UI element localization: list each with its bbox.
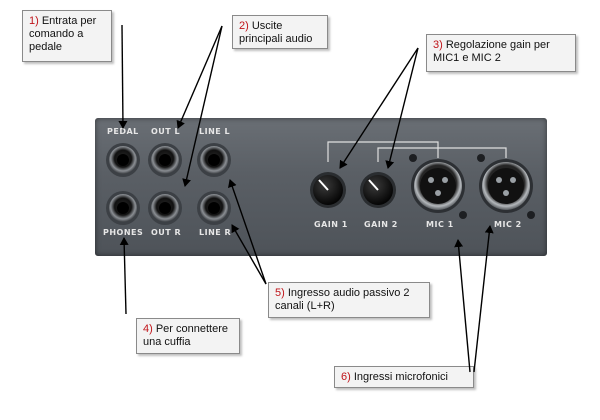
callout-number: 4) bbox=[143, 323, 153, 335]
arrow-pedal bbox=[118, 24, 128, 129]
label-mic1: MIC 1 bbox=[426, 220, 454, 229]
xlr-mic1[interactable] bbox=[411, 159, 465, 213]
screw-icon bbox=[459, 211, 467, 219]
screw-icon bbox=[477, 154, 485, 162]
gain2-knob[interactable] bbox=[360, 172, 396, 208]
callout-text: Ingresso audio passivo 2 canali (L+R) bbox=[275, 287, 410, 312]
label-gain1: GAIN 1 bbox=[314, 220, 348, 229]
jack-line-l[interactable] bbox=[197, 143, 231, 177]
xlr-mic2[interactable] bbox=[479, 159, 533, 213]
callout-text: Uscite principali audio bbox=[239, 20, 313, 45]
label-line-r: LINE R bbox=[199, 228, 232, 237]
arrow-line-r bbox=[231, 224, 267, 285]
screw-icon bbox=[527, 211, 535, 219]
callout-text: Entrata per comando a pedale bbox=[29, 15, 97, 53]
label-line-l: LINE L bbox=[199, 127, 231, 136]
arrow-gain2 bbox=[385, 47, 419, 169]
label-out-l: OUT L bbox=[151, 127, 181, 136]
callout-text: Per connettere una cuffia bbox=[143, 323, 228, 348]
callout-number: 5) bbox=[275, 287, 285, 299]
device-rear-panel: PEDAL OUT L LINE L PHONES OUT R LINE R G… bbox=[95, 118, 547, 256]
callout-mic-inputs: 6) Ingressi microfonici bbox=[334, 366, 474, 388]
callout-number: 2) bbox=[239, 20, 249, 32]
label-pedal: PEDAL bbox=[107, 127, 139, 136]
jack-line-r[interactable] bbox=[197, 191, 231, 225]
gain1-bracket-line bbox=[327, 141, 439, 162]
label-gain2: GAIN 2 bbox=[364, 220, 398, 229]
label-out-r: OUT R bbox=[151, 228, 182, 237]
jack-out-l[interactable] bbox=[148, 143, 182, 177]
gain2-bracket-line bbox=[377, 147, 507, 162]
arrow-line-l bbox=[228, 179, 267, 285]
gain1-knob[interactable] bbox=[310, 172, 346, 208]
arrow-out-l bbox=[176, 25, 223, 129]
panel-graphics bbox=[106, 141, 535, 225]
callout-gain-control: 3) Regolazione gain per MIC1 e MIC 2 bbox=[426, 34, 576, 72]
label-phones: PHONES bbox=[103, 228, 144, 237]
callout-text: Ingressi microfonici bbox=[353, 371, 448, 383]
screw-icon bbox=[409, 154, 417, 162]
jack-pedal[interactable] bbox=[106, 143, 140, 177]
callout-number: 3) bbox=[433, 39, 443, 51]
arrow-gain1 bbox=[339, 47, 419, 169]
arrow-mic1 bbox=[454, 239, 471, 373]
callout-number: 1) bbox=[29, 15, 39, 27]
arrow-phones bbox=[119, 237, 129, 315]
callout-main-outputs: 2) Uscite principali audio bbox=[232, 15, 328, 49]
jack-out-r[interactable] bbox=[148, 191, 182, 225]
arrow-mic2 bbox=[473, 225, 494, 373]
callout-pedal-input: 1) Entrata per comando a pedale bbox=[22, 10, 112, 62]
callout-text: Regolazione gain per MIC1 e MIC 2 bbox=[433, 39, 550, 64]
callout-headphones: 4) Per connettere una cuffia bbox=[136, 318, 240, 354]
callout-line-input: 5) Ingresso audio passivo 2 canali (L+R) bbox=[268, 282, 430, 318]
arrow-out-r bbox=[182, 25, 223, 187]
jack-phones[interactable] bbox=[106, 191, 140, 225]
label-mic2: MIC 2 bbox=[494, 220, 522, 229]
callout-number: 6) bbox=[341, 371, 351, 383]
